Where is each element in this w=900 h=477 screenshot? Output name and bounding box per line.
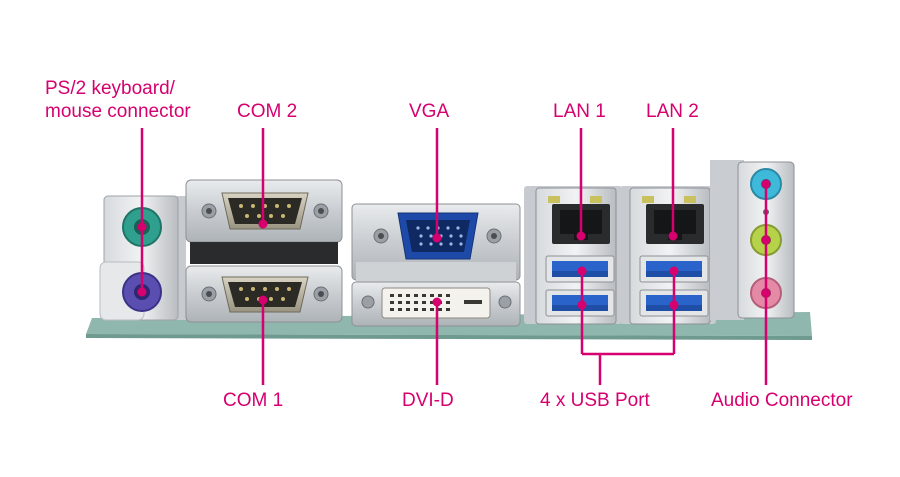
lan2-label: LAN 2	[646, 101, 699, 122]
callout-lines	[140, 128, 768, 385]
audio-label: Audio Connector	[711, 390, 853, 411]
lan2-port	[646, 204, 704, 244]
com1-serial-port	[185, 265, 343, 323]
lan2-usb-stack	[620, 186, 716, 325]
lan1-label: LAN 1	[553, 101, 606, 122]
callout-dots	[137, 179, 771, 310]
com1-label: COM 1	[223, 390, 284, 411]
audio-connector-stack	[710, 160, 795, 320]
usb-label: 4 x USB Port	[540, 390, 650, 411]
vga-label: VGA	[409, 101, 450, 122]
ps2-label-line1: PS/2 keyboard/	[45, 78, 175, 99]
dvi-d-label: DVI-D	[402, 390, 454, 411]
com2-serial-port	[185, 179, 343, 264]
ps2-label-line2: mouse connector	[45, 101, 191, 122]
lan1-usb-stack	[524, 186, 622, 325]
pcb-edge	[86, 334, 812, 340]
com2-label: COM 2	[237, 101, 298, 122]
